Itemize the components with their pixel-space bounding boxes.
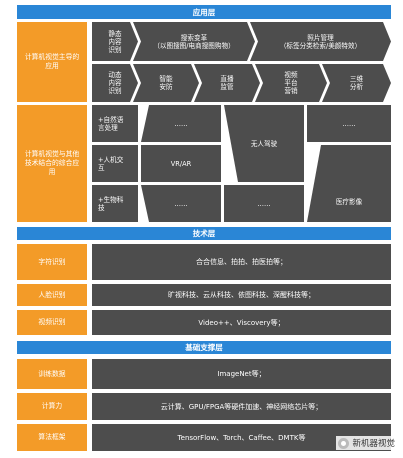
support-layer-header: 基础支撑层: [17, 341, 391, 354]
support-row-framework-label: 算法框架: [17, 424, 87, 451]
tech-row-ocr-content: 合合信息、拍拍、拍医拍等；: [92, 244, 391, 280]
combo-ellipsis-4: ……: [307, 105, 391, 142]
combo-vr-ar: VR/AR: [141, 145, 221, 182]
combo-hci: +人机交 互: [92, 145, 138, 182]
app-layer-title: 应用层: [192, 7, 216, 17]
wechat-icon: [338, 437, 350, 449]
chevron-static-recognition: 静态 内容 识别: [92, 22, 138, 61]
tech-row-face-label: 人脸识别: [17, 284, 87, 306]
chevron-photo-management: 照片管理 （标签分类检索/美颜特效）: [250, 22, 391, 61]
combo-nlp: +自然语 言处理: [92, 105, 138, 142]
tech-layer-title: 技术层: [192, 229, 216, 238]
side-label-combined-apps: 计算机视觉与其他技术结合的综合应用: [17, 105, 87, 222]
watermark-text: 新机器视觉: [352, 439, 395, 449]
support-row-data-label: 训练数据: [17, 359, 87, 389]
support-row-data-content: ImageNet等；: [92, 359, 391, 389]
app-layer-header: 应用层: [17, 5, 391, 19]
chevron-3d-analysis: 三维 分析: [322, 64, 391, 102]
chevron-dynamic-recognition: 动态 内容 识别: [92, 64, 138, 102]
side-label-cv-apps: 计算机视觉主导的应用: [17, 22, 87, 102]
tech-row-ocr-label: 字符识别: [17, 244, 87, 280]
combo-medical-imaging: 医疗影像: [307, 145, 391, 222]
chevron-live-monitoring: 直播 监管: [194, 64, 260, 102]
support-row-compute-content: 云计算、GPU/FPGA等硬件加速、神经网络芯片等；: [92, 393, 391, 420]
support-row-compute-label: 计算力: [17, 393, 87, 420]
combo-ellipsis-2: ……: [141, 185, 221, 222]
tech-layer-header: 技术层: [17, 227, 391, 240]
tech-row-video-content: Video++、Viscovery等；: [92, 310, 391, 335]
combo-driverless: 无人驾驶: [224, 105, 304, 182]
combo-ellipsis-1: ……: [141, 105, 221, 142]
tech-row-video-label: 视频识别: [17, 310, 87, 335]
chevron-search-revolution: 搜索变革 （以图搜图/电商搜图购物）: [133, 22, 255, 61]
support-layer-title: 基础支撑层: [185, 343, 223, 352]
combo-biotech: +生物科 技: [92, 185, 138, 222]
chevron-smart-security: 智能 安防: [133, 64, 199, 102]
tech-row-face-content: 旷视科技、云从科技、依图科技、深醒科技等；: [92, 284, 391, 306]
chevron-video-marketing: 视频 平台 营销: [255, 64, 327, 102]
combo-ellipsis-3: ……: [224, 185, 304, 222]
watermark: 新机器视觉: [336, 436, 397, 450]
